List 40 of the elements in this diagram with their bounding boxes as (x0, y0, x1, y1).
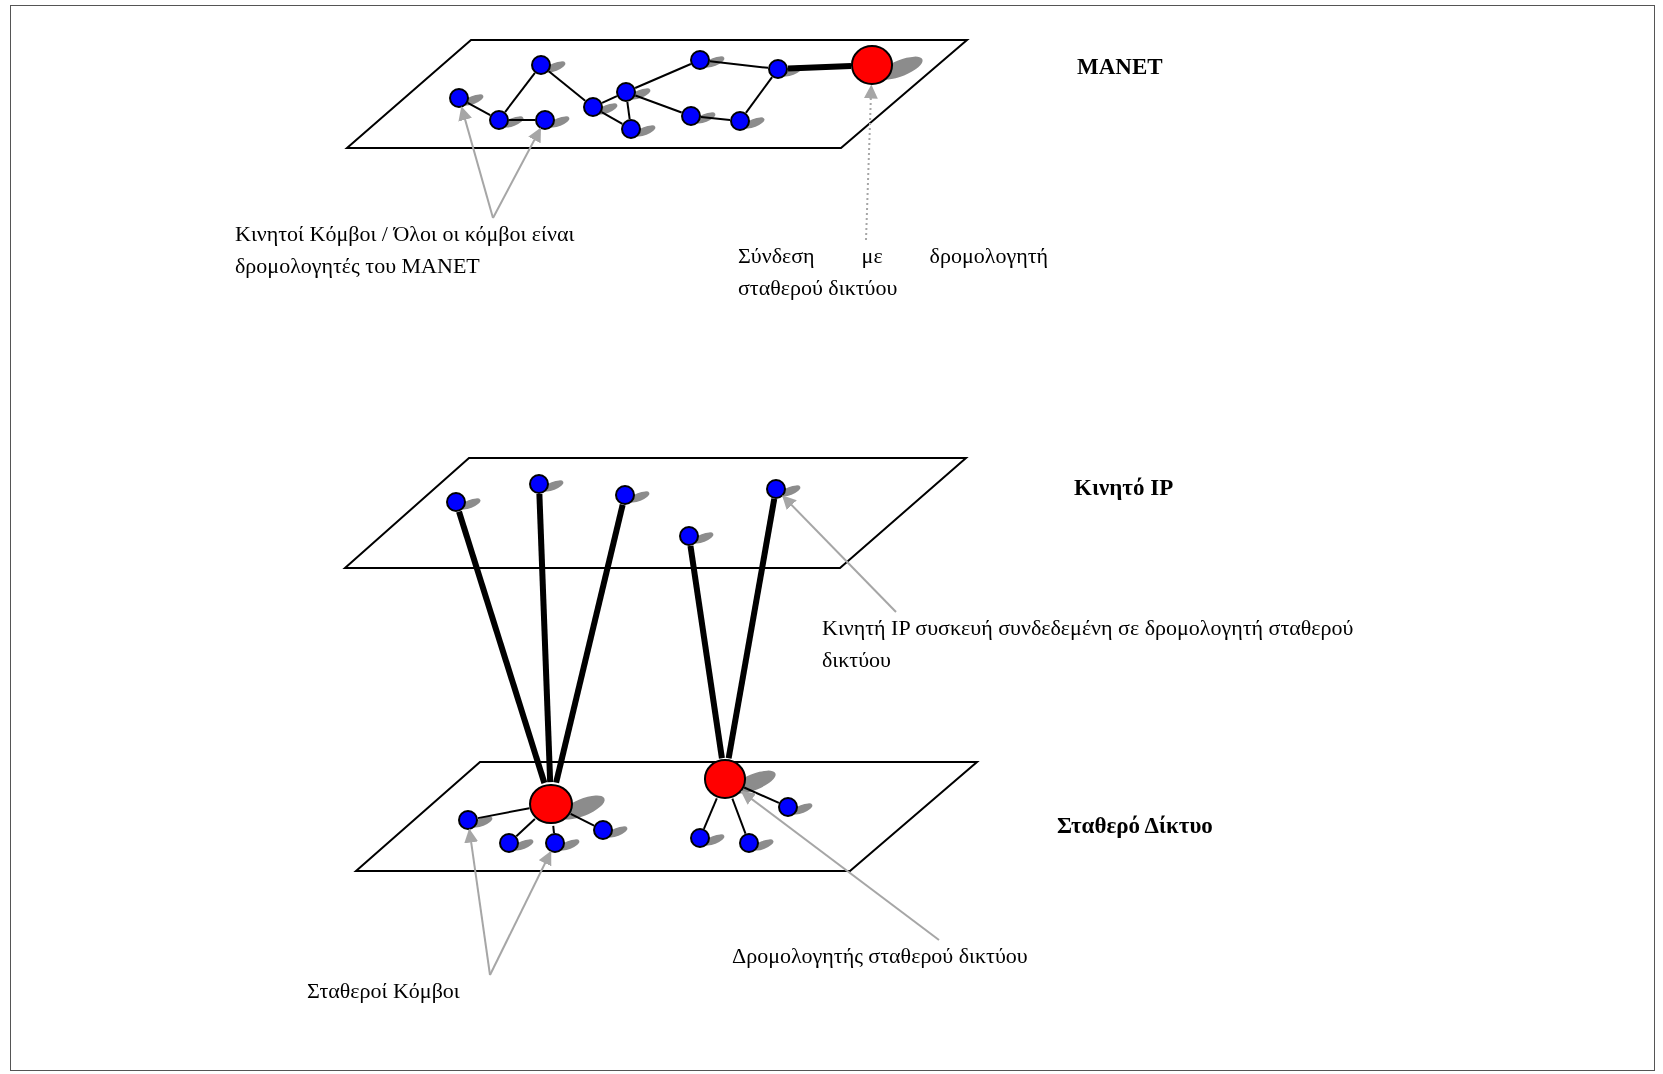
thick-link-line (725, 498, 778, 759)
leader-arrow (492, 127, 542, 219)
thick-link-line (687, 545, 725, 759)
leader-arrow (464, 828, 491, 976)
link-line (634, 94, 683, 114)
thick-link-line (553, 504, 626, 784)
link-line (731, 797, 747, 835)
link-line (699, 116, 732, 121)
layer-title: MANET (1077, 53, 1163, 81)
layer-title: Κινητό IP (1074, 474, 1174, 502)
link-line (744, 76, 774, 114)
link-line (547, 70, 587, 102)
link-line (743, 786, 780, 804)
link-line (702, 797, 718, 830)
thick-link-line (456, 510, 548, 784)
leader-arrow (489, 850, 552, 976)
thick-link-line (787, 62, 852, 72)
link-line (569, 812, 596, 827)
link-line (552, 824, 555, 835)
leader-arrow (863, 84, 878, 241)
link-line (634, 62, 692, 90)
callout-text: Κινητοί Κόμβοι / Όλοι οι κόμβοι είναι δρομολογητές του MANET (235, 218, 665, 282)
leader-arrow (740, 790, 940, 941)
thick-link-line (536, 493, 554, 783)
link-line (600, 111, 624, 125)
link-line (508, 119, 536, 121)
layer-title: Σταθερό Δίκτυο (1057, 812, 1213, 840)
callout-text: Δρομολογητής σταθερού δικτύου (732, 940, 1102, 972)
callout-text: Σταθεροί Κόμβοι (307, 975, 497, 1007)
leader-arrow (782, 495, 897, 613)
link-line (476, 807, 531, 820)
link-line (708, 60, 770, 69)
link-line (626, 100, 631, 121)
link-line (466, 101, 492, 117)
callout-text: Κινητή IP συσκευή συνδεδεμένη σε δρομολογητή σταθερού δικτύου (822, 612, 1382, 676)
link-line (601, 95, 618, 104)
callout-text: Σύνδεση με δρομολογητή σταθερού δικτύου (738, 240, 1048, 304)
link-line (515, 817, 536, 838)
link-line (504, 71, 536, 114)
leader-arrow (458, 106, 494, 219)
